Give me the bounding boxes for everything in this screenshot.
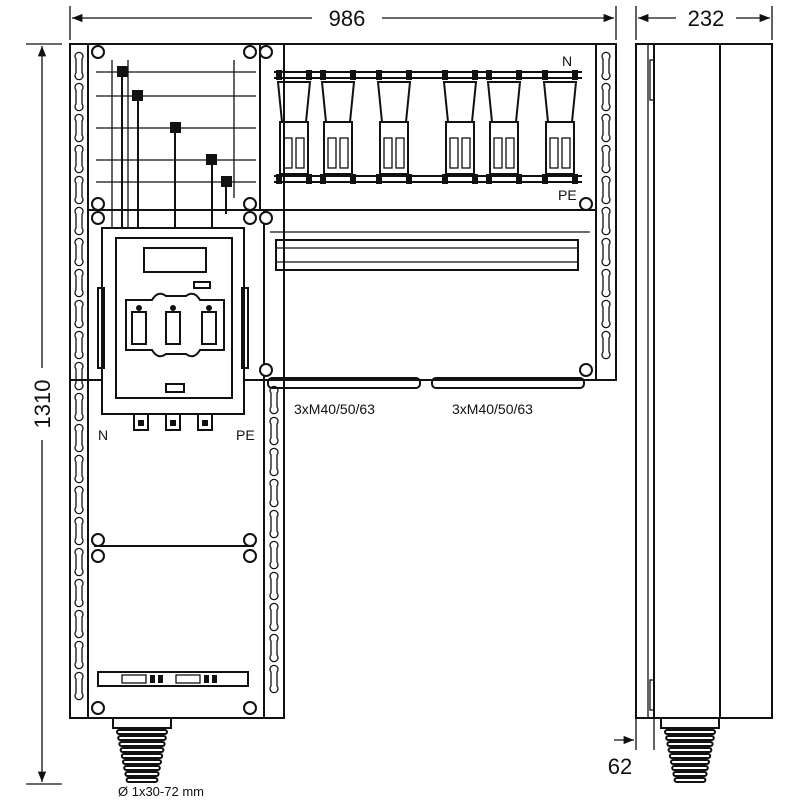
dimension-text-depth: 62 [608, 754, 632, 779]
dimension-depth-offset: 62 [608, 716, 655, 779]
cover-strip [270, 231, 590, 271]
label-earth-top: PE [558, 187, 577, 203]
label-cable-entry: Ø 1x30-72 mm [118, 784, 204, 799]
lower-compartment [94, 545, 254, 687]
switch-disconnector-icon [97, 227, 249, 431]
cable-entry-gland-side [660, 717, 720, 783]
label-gland-left: 3xM40/50/63 [294, 401, 375, 417]
label-gland-right: 3xM40/50/63 [452, 401, 533, 417]
dimension-text-width: 986 [329, 6, 366, 31]
dimension-width-front: 986 [69, 6, 617, 40]
dimension-width-side: 232 [635, 6, 773, 40]
label-neutral-switch: N [98, 427, 108, 443]
fuse-holder-icon [274, 70, 582, 184]
slot-rail-icon [74, 51, 611, 701]
mounting-holes [91, 45, 593, 715]
label-earth-switch: PE [236, 427, 255, 443]
dimension-text-side: 232 [688, 6, 725, 31]
dimension-text-height: 1310 [30, 380, 55, 429]
busbar-system [96, 60, 256, 230]
enclosure-side-outline [635, 43, 773, 719]
cable-entry-gland [112, 717, 172, 783]
label-neutral-top: N [562, 53, 572, 69]
dimension-height: 1310 [26, 43, 62, 785]
enclosure-front-outline [69, 43, 617, 719]
cable-gland-icon [267, 377, 585, 389]
